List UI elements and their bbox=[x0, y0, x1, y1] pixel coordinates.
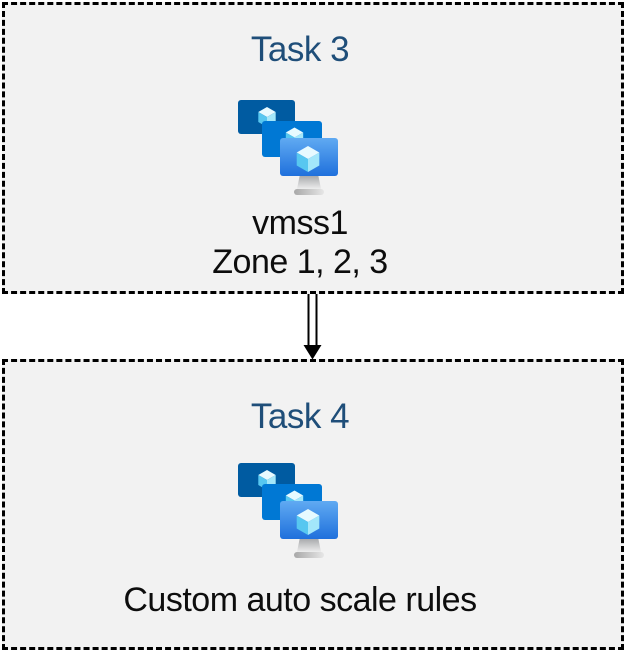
down-arrow-connector-icon bbox=[303, 294, 322, 360]
task4-title: Task 4 bbox=[250, 397, 350, 436]
vm-scale-sets-icon bbox=[238, 463, 340, 558]
task4-caption: Custom auto scale rules bbox=[123, 581, 477, 620]
task3-box: Task 3 vmss1 Zone 1, 2, 3 bbox=[2, 2, 624, 294]
task3-content: Task 3 vmss1 Zone 1, 2, 3 bbox=[0, 5, 608, 291]
task4-content: Task 4 Custom auto scale rules bbox=[0, 362, 608, 647]
task3-title: Task 3 bbox=[250, 30, 350, 69]
task4-box: Task 4 Custom auto scale rules bbox=[2, 359, 624, 650]
vmss-name-label: vmss1 bbox=[252, 204, 348, 242]
vm-scale-sets-icon bbox=[238, 100, 340, 195]
task3-caption: vmss1 Zone 1, 2, 3 bbox=[212, 204, 388, 282]
zones-label: Zone 1, 2, 3 bbox=[212, 243, 388, 281]
autoscale-rules-label: Custom auto scale rules bbox=[123, 581, 477, 619]
